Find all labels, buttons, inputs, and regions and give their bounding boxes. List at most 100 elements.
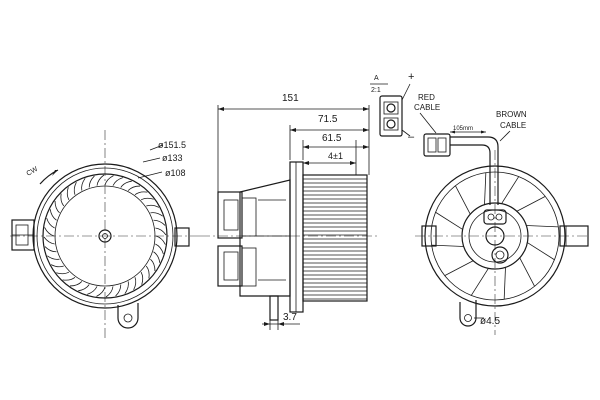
- connector-housing: [379, 95, 403, 137]
- brown-cable-label-1: BROWN: [496, 110, 527, 119]
- fan-blade: [47, 255, 60, 260]
- red-cable-label-1: RED: [418, 93, 435, 102]
- polarity-plus: +: [408, 71, 414, 83]
- fan-blade: [127, 185, 141, 191]
- fan-blade: [73, 181, 77, 195]
- fan-blades: [43, 174, 167, 298]
- back-spoke: [516, 196, 546, 212]
- dim-outer-diameter: ø151.5: [158, 140, 186, 150]
- fan-blade: [115, 284, 122, 297]
- fan-blade: [60, 193, 65, 207]
- side-bottom-tab: [269, 295, 279, 321]
- back-spoke: [455, 185, 471, 215]
- fan-blade: [66, 187, 70, 201]
- fan-blade: [69, 281, 83, 287]
- fan-blade: [146, 204, 160, 208]
- back-spoke: [484, 172, 487, 205]
- back-view: ø4.5: [415, 136, 590, 335]
- fan-blade: [133, 277, 137, 291]
- dim-4-tolerance: 4±1: [328, 151, 343, 161]
- rotation-label: CW: [26, 166, 40, 178]
- dim-3-7: 3.7: [283, 312, 297, 323]
- back-spoke: [431, 244, 464, 247]
- back-spoke: [501, 176, 520, 204]
- front-view: CW ø151.5 ø133 ø108: [10, 130, 200, 340]
- fan-blade: [153, 251, 161, 263]
- back-terminal-lower: [491, 246, 509, 264]
- fan-blade: [155, 243, 164, 254]
- fan-blade: [145, 265, 150, 279]
- back-spoke: [503, 267, 506, 300]
- fan-blade: [46, 218, 55, 229]
- back-motor-ring: [461, 202, 529, 270]
- motor-hub: [98, 229, 112, 243]
- cable-plug: [423, 133, 451, 157]
- back-spokes: [431, 172, 559, 300]
- fan-blade: [105, 286, 114, 298]
- fan-blade: [140, 197, 154, 201]
- back-spoke: [526, 225, 559, 228]
- fan-blade: [155, 227, 167, 236]
- fan-blade: [44, 227, 55, 237]
- dim-hole-diameter: ø4.5: [480, 316, 500, 327]
- dim-total-length: 151: [282, 93, 299, 104]
- back-outer-ring: [424, 165, 566, 307]
- fan-wheel-inner: [54, 185, 156, 287]
- fan-blade: [150, 212, 163, 217]
- fan-blade: [62, 276, 76, 281]
- back-spoke: [435, 211, 463, 230]
- fan-blade: [140, 271, 144, 285]
- fan-blade: [124, 281, 129, 294]
- fan-blade: [87, 286, 98, 295]
- front-left-bracket: [11, 219, 35, 251]
- side-view: 151 71.5 61.5 4±1: [200, 93, 380, 330]
- front-mount-tab: [117, 303, 139, 329]
- back-spoke: [519, 257, 535, 287]
- fan-blade: [155, 235, 166, 245]
- connector-detail: A 2:1 + – RED CABLE BROWN CABLE 105mm: [370, 71, 527, 157]
- brown-cable-label-2: CABLE: [500, 121, 526, 130]
- fan-wheel-outer: [42, 173, 168, 299]
- fan-blade: [54, 200, 60, 214]
- fan-blade: [43, 236, 55, 245]
- polarity-minus: –: [408, 131, 415, 143]
- fan-blade: [96, 174, 105, 186]
- fan-blade: [78, 284, 90, 292]
- back-right-bracket: [559, 225, 589, 247]
- motor-flange: [289, 161, 304, 313]
- fan-blade: [44, 246, 57, 253]
- outer-housing-ring: [32, 163, 178, 309]
- fan-blade: [134, 191, 148, 196]
- cable-route: [450, 136, 499, 205]
- back-left-bracket: [421, 225, 437, 247]
- fan-blade: [153, 219, 166, 226]
- back-spoke: [527, 242, 555, 261]
- red-cable-label-2: CABLE: [414, 103, 440, 112]
- fan-blade: [50, 264, 64, 268]
- fan-blade: [88, 175, 95, 188]
- back-mount-tab: [459, 300, 477, 327]
- pin-positive: [386, 103, 396, 113]
- dim-71-5: 71.5: [318, 114, 338, 125]
- fan-blade: [120, 180, 132, 188]
- fan-blade: [104, 175, 114, 186]
- fan-blade: [150, 258, 156, 272]
- fan-blade: [56, 271, 70, 275]
- dim-61-5: 61.5: [322, 133, 342, 144]
- motor-body: [217, 179, 291, 297]
- cable-length: 105mm: [453, 126, 473, 132]
- back-terminal-top: [483, 209, 507, 225]
- side-fan-fins: [303, 178, 367, 300]
- back-spoke: [470, 268, 489, 296]
- pin-negative: [386, 119, 396, 129]
- dim-wheel-diameter: ø108: [165, 168, 186, 178]
- front-right-bracket: [174, 227, 190, 247]
- dim-housing-diameter: ø133: [162, 153, 183, 163]
- fan-blade: [96, 286, 106, 297]
- fan-blade: [112, 177, 123, 186]
- fan-blade: [81, 178, 86, 191]
- back-spoke: [444, 260, 474, 276]
- detail-scale: 2:1: [371, 87, 381, 94]
- fan-blade: [49, 209, 57, 221]
